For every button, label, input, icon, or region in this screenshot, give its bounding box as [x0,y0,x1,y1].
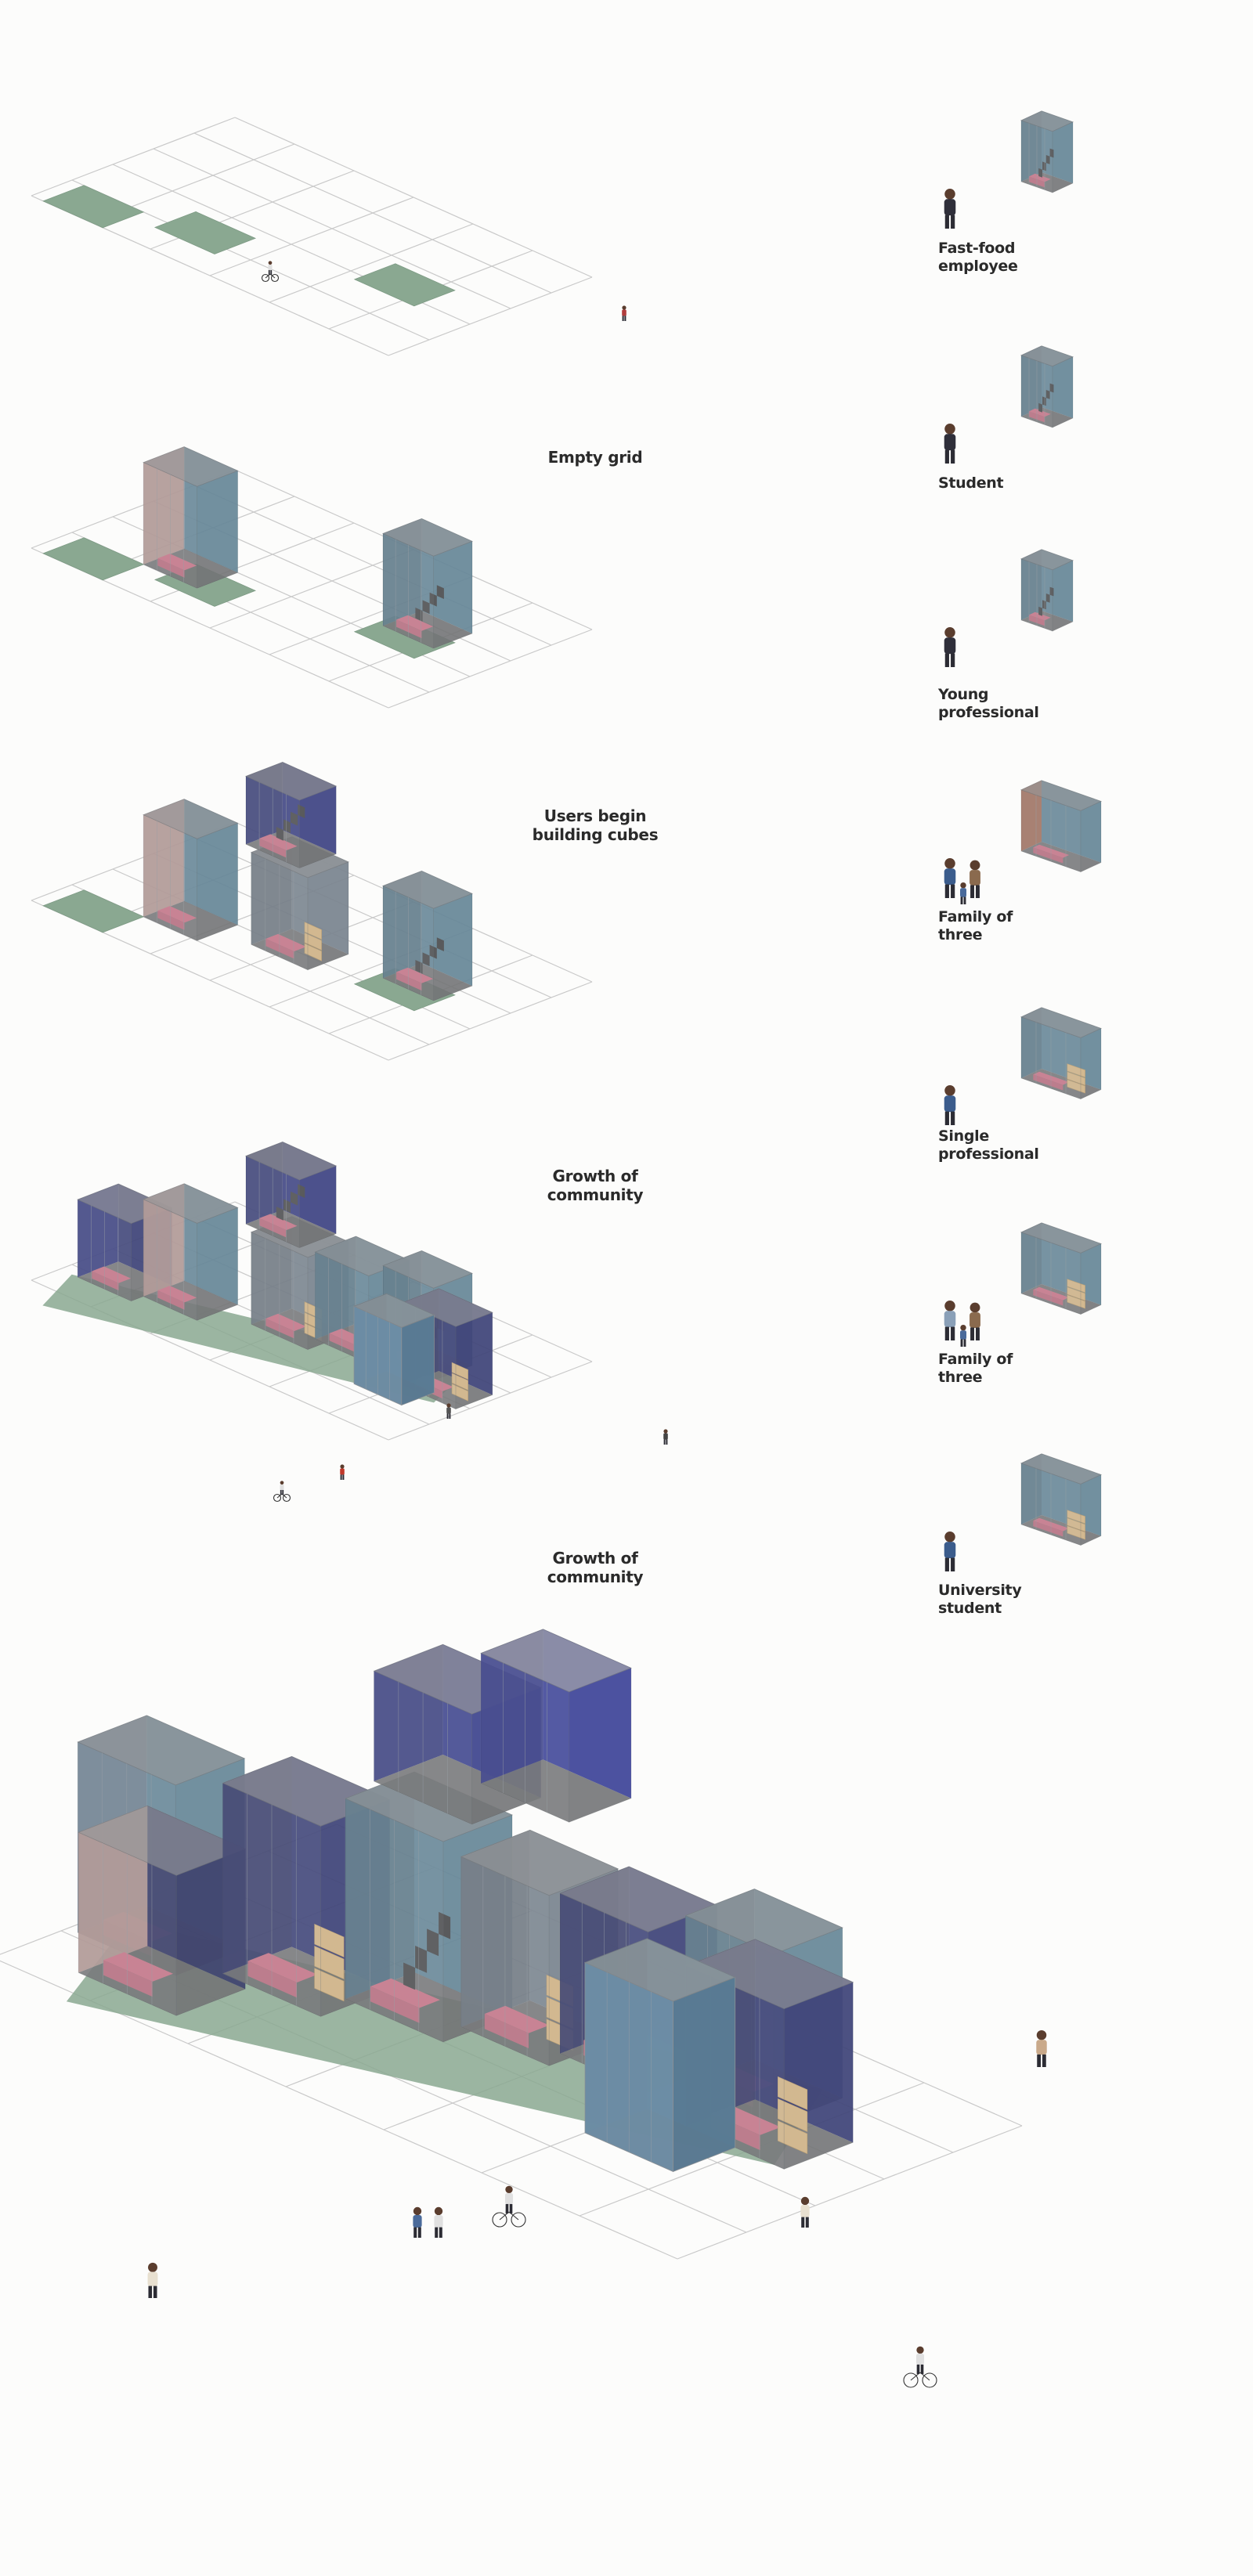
plot-tile [153,211,257,254]
profile-label-fast-food-employee: Fast-food employee [938,240,1018,275]
profile-person-figure [944,189,956,229]
housing-cube [1020,549,1074,632]
bicycle-figure [273,1481,291,1503]
profile-person-figure [944,1301,956,1340]
profile-child-figure [959,1324,967,1347]
plot-tile [42,889,145,933]
housing-cube [250,836,350,971]
person-figure [1036,2029,1047,2067]
panel-final-community [0,1629,1047,2388]
profile-7 [944,1453,1103,1571]
profile-3 [944,549,1074,667]
housing-cube [244,761,338,869]
bicycle-figure [261,261,280,283]
profile-label-student: Student [938,474,1004,492]
housing-cube [381,518,474,649]
profile-6 [944,1222,1103,1347]
profile-label-single-professional: Single professional [938,1127,1039,1163]
housing-cube [1020,1453,1103,1546]
profile-label-university-student: University student [938,1582,1022,1617]
housing-cube [1020,1222,1103,1315]
caption-users-begin-building: Users begin building cubes [532,806,659,844]
cyclist-figure [915,2346,925,2374]
bicycle-figure [492,2185,526,2228]
profile-person-figure [944,1085,956,1125]
plot-tile [353,263,456,307]
bicycle-figure [903,2346,937,2388]
profile-person-figure [944,424,956,464]
housing-cube [143,1183,239,1322]
plot-tile [42,185,145,229]
caption-growth-of-community-1: Growth of community [547,1167,644,1204]
panel-growth-of-community-1 [31,761,593,1061]
profile-child-figure [959,882,967,904]
housing-cube [352,1293,435,1406]
housing-cube [583,1938,736,2173]
plot-tile [42,537,145,581]
profile-person-figure [970,860,980,898]
profile-label-family-of-three-2: Family of three [938,1351,1013,1386]
housing-cube [1020,1007,1103,1100]
caption-empty-grid: Empty grid [547,448,643,467]
profile-person-figure [970,1302,980,1340]
panel-users-begin-building [31,446,593,709]
housing-cube [1020,345,1074,428]
profile-1 [944,110,1074,229]
grid-lines [31,117,593,356]
person-figure [622,305,626,321]
person-figure [446,1403,451,1419]
person-figure [413,2206,422,2238]
housing-cube [143,446,239,590]
profile-person-figure [944,858,956,898]
profile-label-young-professional: Young professional [938,686,1039,721]
cyclist-figure [280,1481,284,1495]
housing-cube [143,799,239,942]
person-figure [340,1464,345,1480]
grid-lines [31,469,593,709]
housing-cube [381,870,474,1001]
profile-4 [944,780,1103,904]
panel-growth-of-community-2 [31,1141,668,1503]
profile-2 [944,345,1074,464]
housing-cube [1020,780,1103,873]
cyclist-figure [268,261,273,275]
caption-growth-of-community-2: Growth of community [547,1549,644,1586]
profile-person-figure [944,627,956,667]
person-figure [800,2196,810,2228]
person-figure [434,2206,443,2238]
housing-cube [244,1141,338,1249]
person-figure [663,1429,668,1445]
person-figure [147,2262,158,2298]
profile-person-figure [944,1532,956,1571]
profile-label-family-of-three-1: Family of three [938,908,1013,943]
housing-cube [480,1629,632,1823]
cyclist-figure [504,2185,514,2213]
profile-5 [944,1007,1103,1125]
housing-cube [1020,110,1074,193]
panel-empty-grid [31,117,626,356]
